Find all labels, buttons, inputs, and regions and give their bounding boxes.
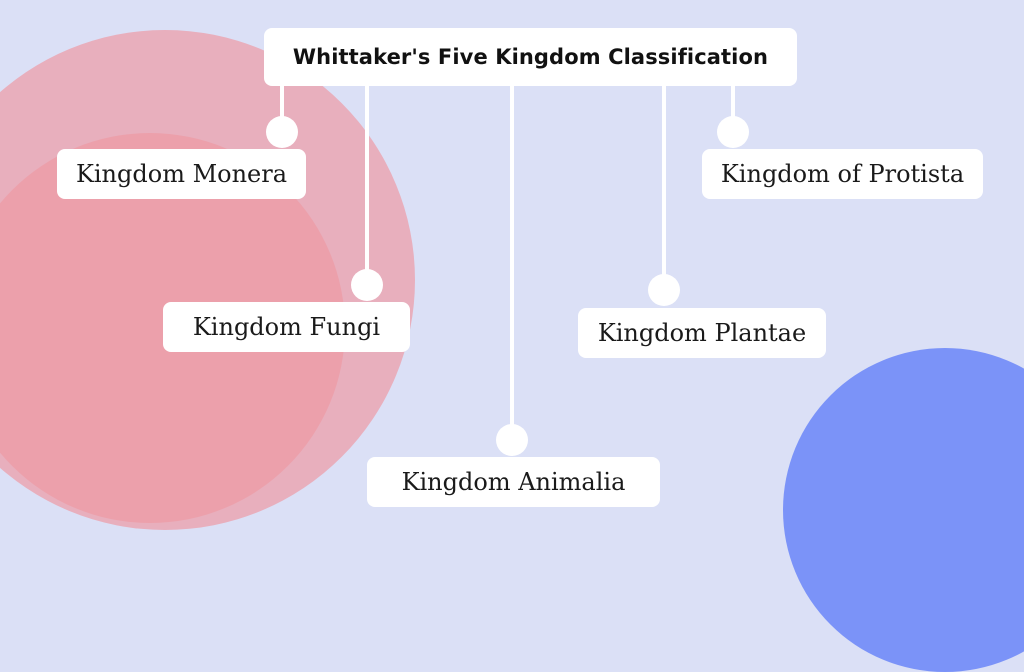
connector-dot-animalia xyxy=(496,424,528,456)
node-kingdom-plantae: Kingdom Plantae xyxy=(578,308,826,358)
decorative-circle-blue xyxy=(783,348,1024,672)
connector-line-protista xyxy=(731,80,735,132)
connector-line-animalia xyxy=(510,80,514,440)
node-kingdom-fungi: Kingdom Fungi xyxy=(163,302,410,352)
node-label: Kingdom Fungi xyxy=(192,313,381,341)
node-label: Kingdom Animalia xyxy=(401,468,626,496)
connector-dot-plantae xyxy=(648,274,680,306)
node-kingdom-animalia: Kingdom Animalia xyxy=(367,457,660,507)
connector-dot-fungi xyxy=(351,269,383,301)
connector-line-fungi xyxy=(365,80,369,285)
node-kingdom-protista: Kingdom of Protista xyxy=(702,149,983,199)
connector-dot-protista xyxy=(717,116,749,148)
connector-line-plantae xyxy=(662,80,666,290)
node-kingdom-monera: Kingdom Monera xyxy=(57,149,306,199)
node-label: Kingdom Monera xyxy=(75,160,288,188)
diagram-title: Whittaker's Five Kingdom Classification xyxy=(292,45,769,69)
connector-line-monera xyxy=(280,80,284,132)
diagram-title-box: Whittaker's Five Kingdom Classification xyxy=(264,28,797,86)
node-label: Kingdom of Protista xyxy=(720,160,965,188)
node-label: Kingdom Plantae xyxy=(597,319,807,347)
connector-dot-monera xyxy=(266,116,298,148)
